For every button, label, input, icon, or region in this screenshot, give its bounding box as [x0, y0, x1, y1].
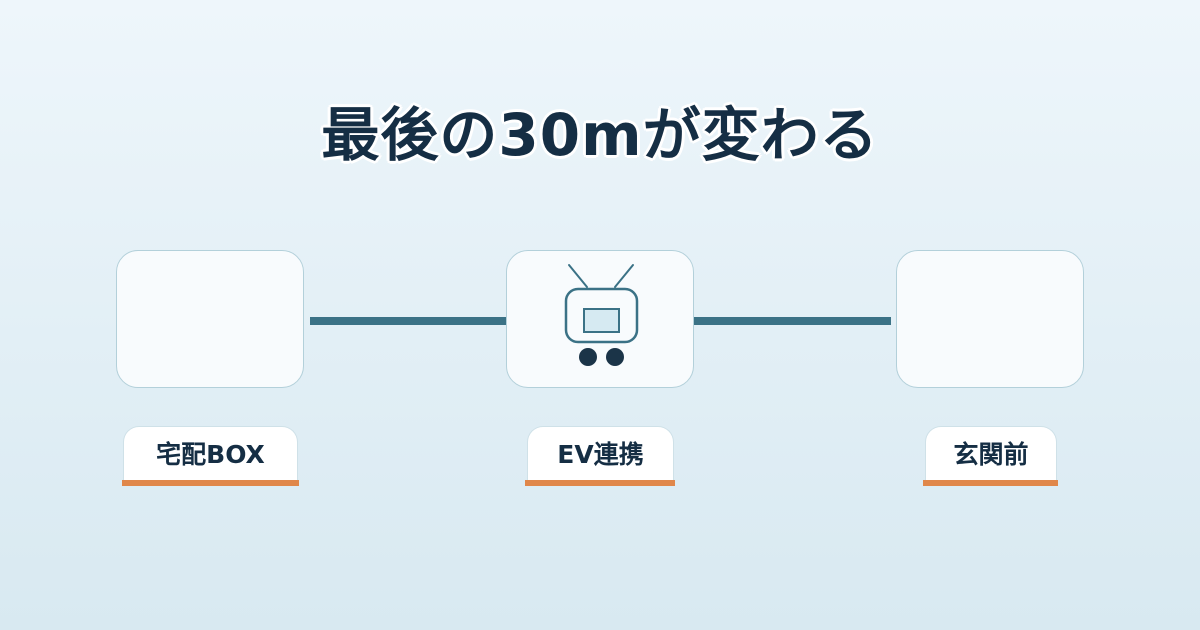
- step-card-front-door: [896, 250, 1084, 388]
- page-title: 最後の30mが変わる: [321, 101, 879, 169]
- step-card-ev: [506, 250, 694, 388]
- step-label-front-door: 玄関前: [925, 426, 1057, 482]
- step-label-text: 宅配BOX: [156, 440, 265, 469]
- step-underline: [525, 480, 675, 486]
- step-label-delivery-box: 宅配BOX: [123, 426, 298, 482]
- step-label-text: EV連携: [557, 440, 644, 469]
- step-underline: [923, 480, 1058, 486]
- connector-line-right: [694, 317, 891, 325]
- step-card-delivery-box: [116, 250, 304, 388]
- step-underline: [122, 480, 299, 486]
- delivery-robot-icon: [564, 264, 639, 366]
- step-label-text: 玄関前: [953, 440, 1029, 469]
- connector-line-left: [310, 317, 508, 325]
- step-label-ev: EV連携: [527, 426, 674, 482]
